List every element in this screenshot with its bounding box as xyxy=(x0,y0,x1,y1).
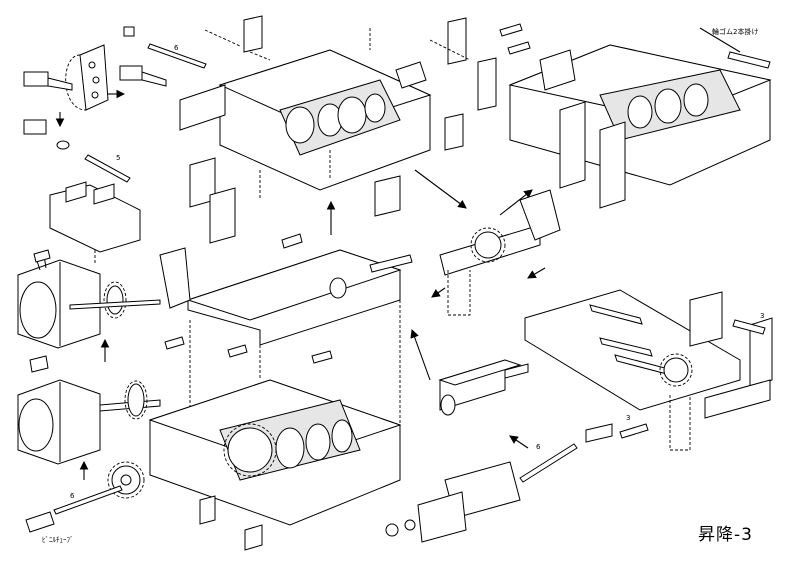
brick-with-axle xyxy=(119,65,143,81)
arrow-to-right-top xyxy=(414,169,467,209)
lift-arm-assembly xyxy=(439,189,561,316)
bottom-right-parts: 6 3 xyxy=(385,359,649,543)
axle-6-top-label: 6 xyxy=(174,44,179,52)
axle-5-label: 5 xyxy=(116,154,120,162)
axle-6-bottom-left xyxy=(53,485,123,515)
brick-1x2 xyxy=(23,119,47,135)
axle-3-right-label: 3 xyxy=(760,312,764,320)
rubber-band-label: 輪ゴム2本掛け xyxy=(712,27,758,36)
motor-mount-bracket xyxy=(49,184,141,253)
right-mechanism: 3 xyxy=(524,289,773,451)
page-title: 昇降-3 xyxy=(698,525,753,545)
bottom-gearbox-assembly xyxy=(148,379,402,551)
vinyl-tube-label: ﾋﾞﾆﾙﾁｭｰﾌﾞ xyxy=(42,536,74,544)
bush-part xyxy=(123,26,135,37)
top-right-assembly: 輪ゴム2本掛け xyxy=(508,27,772,209)
axle-5 xyxy=(84,154,131,183)
vinyl-tube-part xyxy=(25,511,55,533)
arrow-up-right xyxy=(499,189,533,216)
arrow-up-left xyxy=(410,328,431,381)
center-frame xyxy=(159,233,413,480)
top-gearbox-assembly xyxy=(179,15,531,244)
axle-6-bottom-left-label: 6 xyxy=(70,492,75,500)
axle-6-bottom-right-label: 6 xyxy=(536,443,541,451)
axle-6-bottom-right xyxy=(519,443,578,483)
axle-6-top xyxy=(147,43,207,69)
brick-2x2 xyxy=(23,71,49,87)
axle-3-lower-label: 3 xyxy=(626,414,630,422)
gear-wheel-lower xyxy=(127,383,145,417)
top-left-parts: 6 5 xyxy=(17,26,207,544)
gear-wheel-upper xyxy=(106,285,124,315)
